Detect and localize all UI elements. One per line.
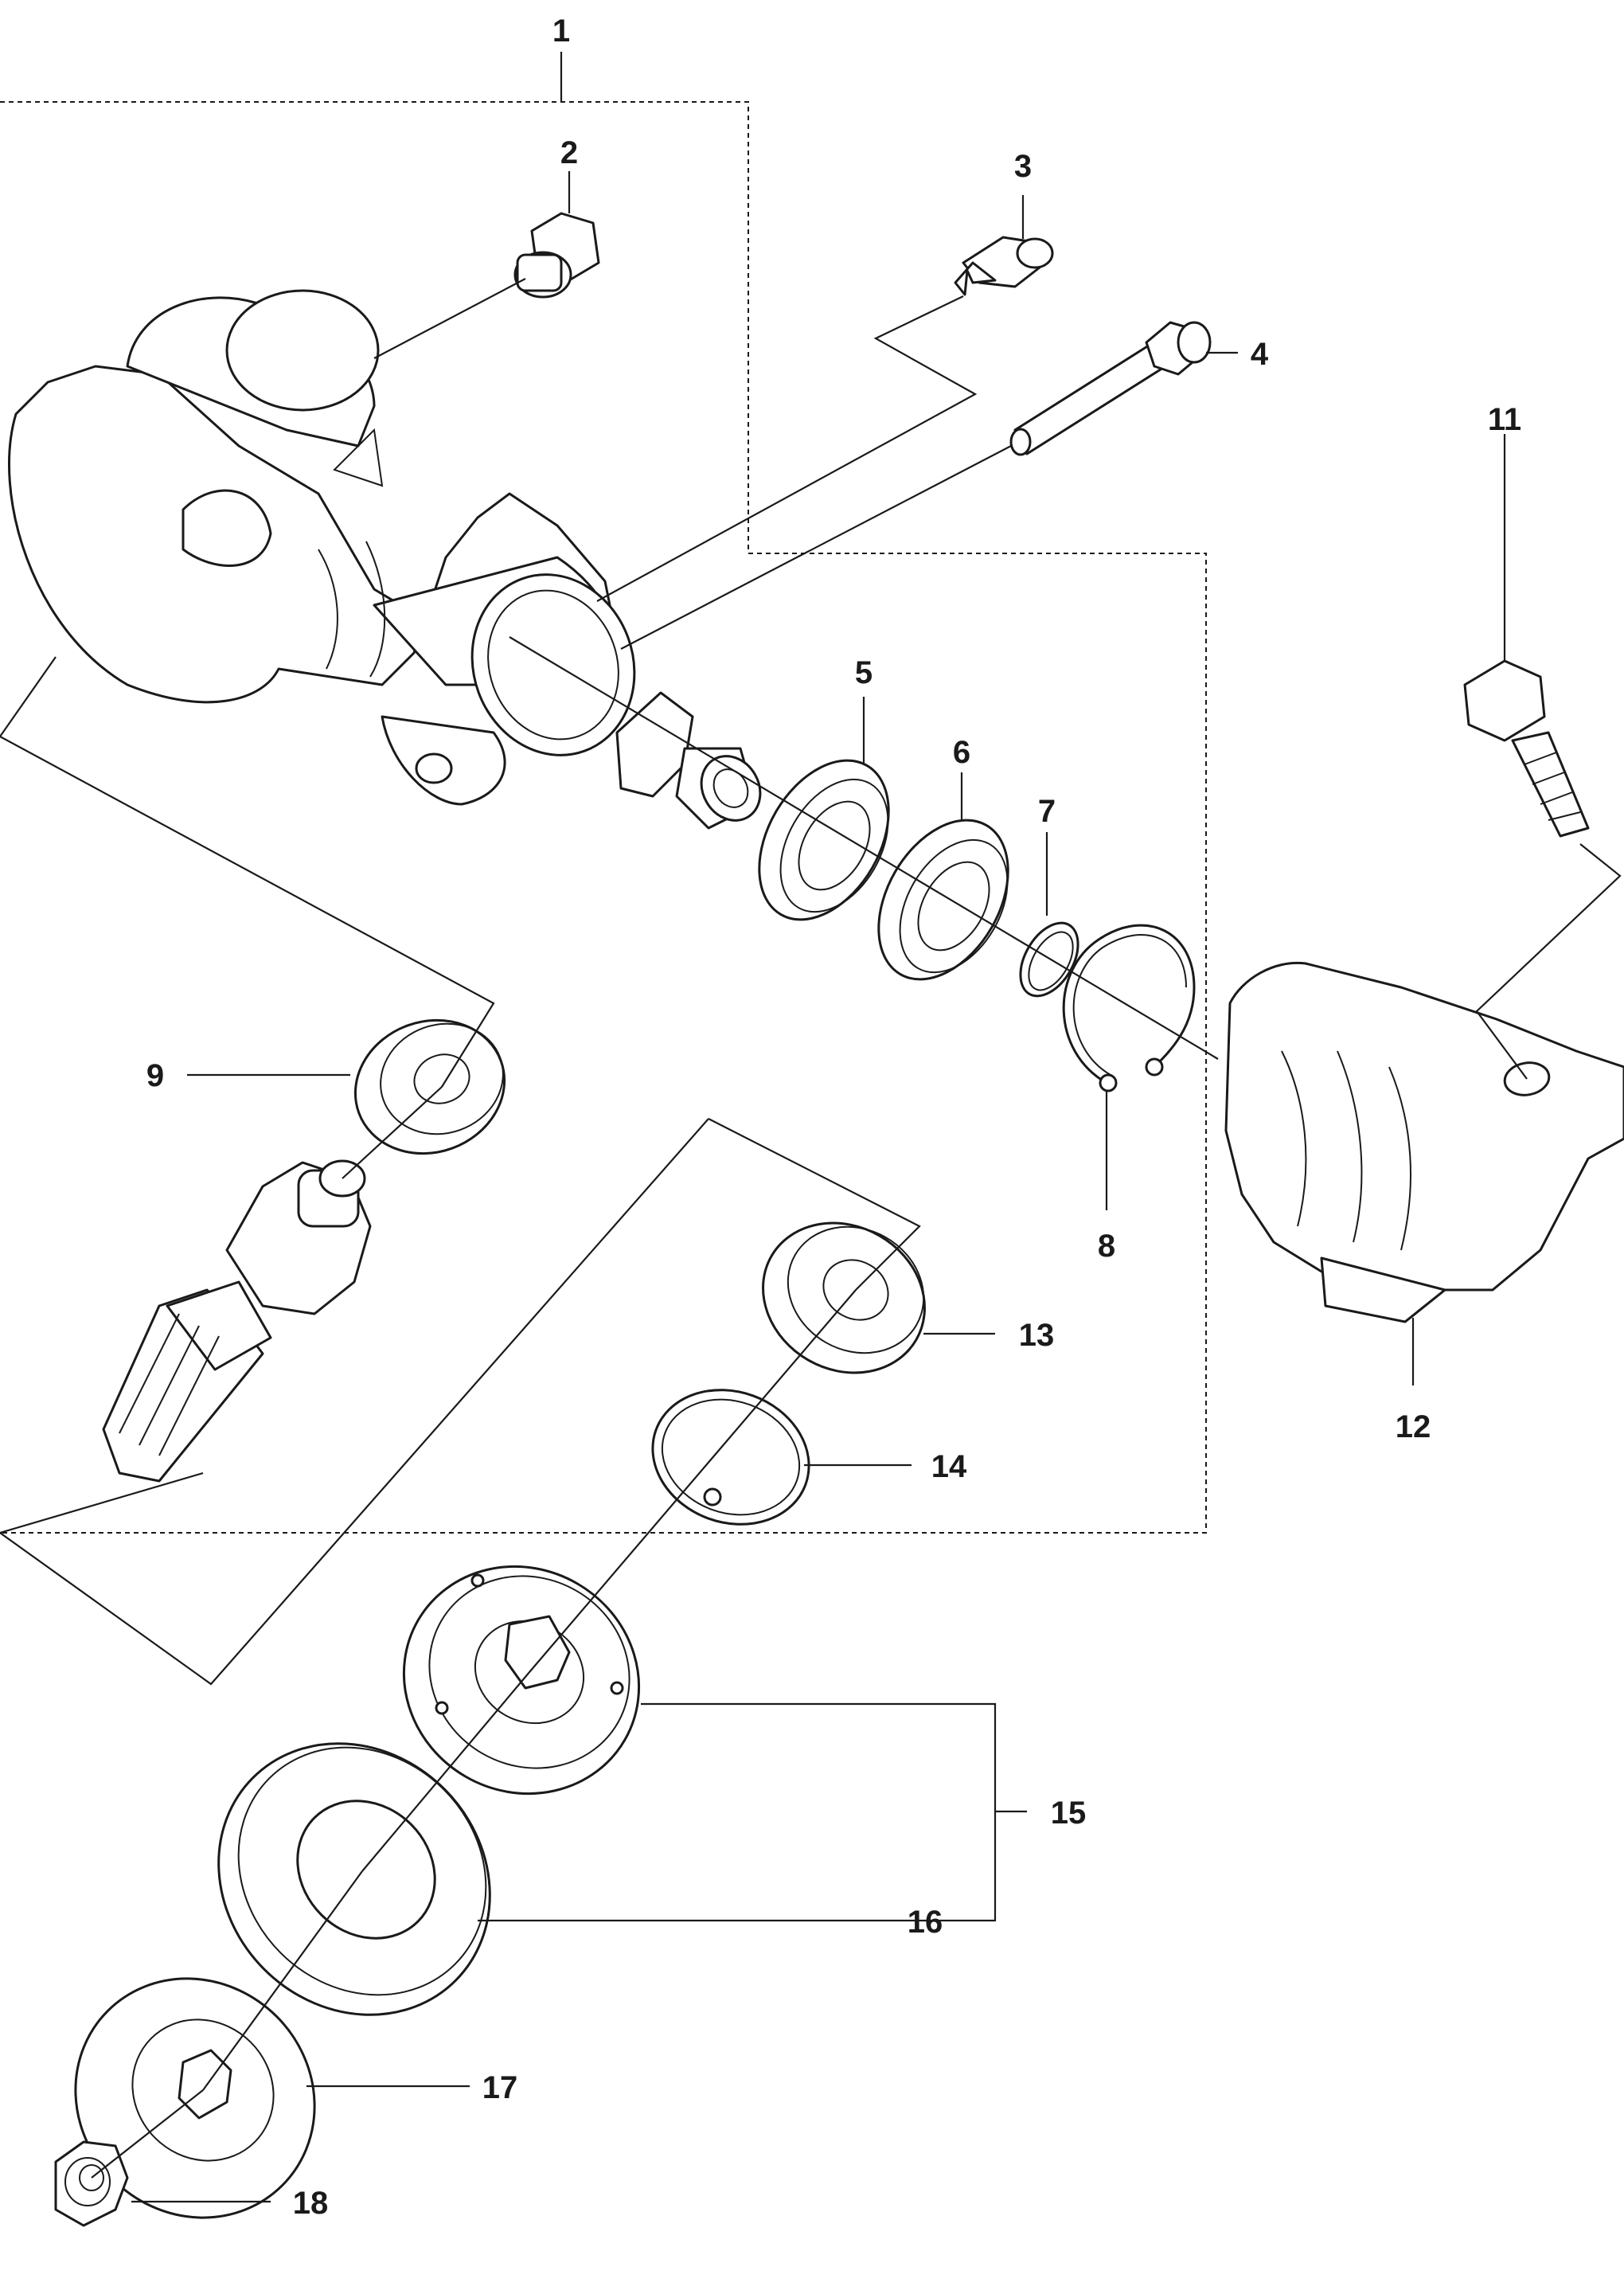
callout-18: 18: [293, 2186, 329, 2221]
callout-2: 2: [560, 135, 578, 170]
part-17-support-cup[interactable]: [26, 1929, 364, 2267]
callout-labels: 1 2 3 4 5 6 7 8 9 11 12 13 14 15 16 17 1…: [146, 14, 1521, 2221]
callout-3: 3: [1014, 149, 1032, 184]
output-shaft-gear[interactable]: [102, 1159, 372, 1483]
part-13-bearing[interactable]: [736, 1194, 952, 1402]
gear-housing[interactable]: [7, 289, 659, 806]
part-15-flange[interactable]: [362, 1524, 681, 1836]
callout-1: 1: [552, 14, 570, 49]
assembly-boundary-1: [0, 101, 1207, 1534]
leader-lines: [0, 52, 1622, 2203]
callout-17: 17: [482, 2070, 518, 2105]
part-5-bevel-gear[interactable]: [615, 691, 771, 831]
callout-9: 9: [146, 1058, 164, 1093]
callout-7: 7: [1038, 794, 1056, 829]
callout-4: 4: [1251, 337, 1269, 372]
callout-5: 5: [855, 655, 873, 690]
part-18-nut[interactable]: [54, 2140, 129, 2227]
part-3-screw[interactable]: [954, 236, 1054, 296]
callout-14: 14: [931, 1449, 967, 1484]
callout-11: 11: [1488, 402, 1521, 437]
part-5-bearing[interactable]: [732, 737, 915, 942]
part-8-circlip[interactable]: [1062, 924, 1196, 1092]
part-16-washer[interactable]: [163, 1688, 546, 2071]
part-6-bearing[interactable]: [852, 797, 1034, 1002]
callout-6: 6: [953, 735, 970, 770]
callout-15: 15: [1051, 1796, 1087, 1831]
callout-13: 13: [1019, 1318, 1055, 1353]
callout-12: 12: [1396, 1409, 1431, 1444]
part-2-plug-screw[interactable]: [513, 212, 600, 299]
part-14-circlip[interactable]: [634, 1369, 828, 1546]
part-4-long-bolt[interactable]: [1009, 321, 1212, 456]
part-9-bearing[interactable]: [337, 999, 524, 1174]
callout-16: 16: [908, 1905, 943, 1940]
callout-8: 8: [1098, 1229, 1115, 1264]
part-12-guard-bracket[interactable]: [1224, 961, 1624, 1323]
part-11-bolt[interactable]: [1463, 659, 1590, 838]
